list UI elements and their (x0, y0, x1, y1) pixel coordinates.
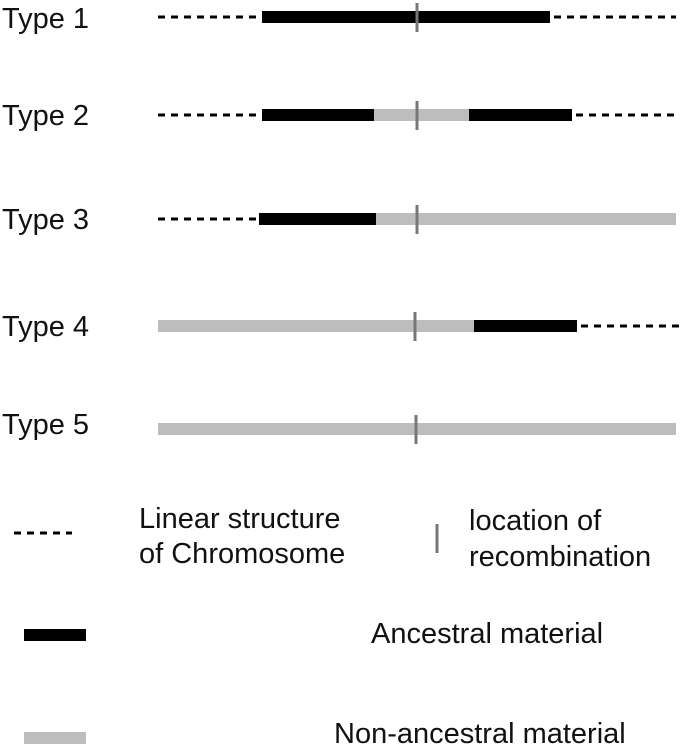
row-label-type-4: Type 4 (2, 311, 90, 343)
legend-recombination-line1: location of (469, 505, 602, 537)
legend-non-ancestral-label: Non-ancestral material (334, 718, 626, 750)
legend-ancestral-label: Ancestral material (371, 618, 604, 650)
row-label-type-2: Type 2 (2, 100, 90, 132)
row-type-2 (158, 101, 676, 130)
legend-recombination-line2: recombination (469, 541, 652, 573)
row-type-5 (158, 415, 676, 444)
legend-linear-line1: Linear structure (139, 503, 341, 535)
row-label-type-1: Type 1 (2, 3, 90, 35)
legend-linear-line2: of Chromosome (139, 538, 346, 570)
row-label-type-5: Type 5 (2, 409, 90, 441)
row-type-3 (158, 205, 676, 234)
row-type-4 (158, 312, 680, 341)
row-type-1 (158, 3, 676, 32)
row-label-type-3: Type 3 (2, 204, 90, 236)
